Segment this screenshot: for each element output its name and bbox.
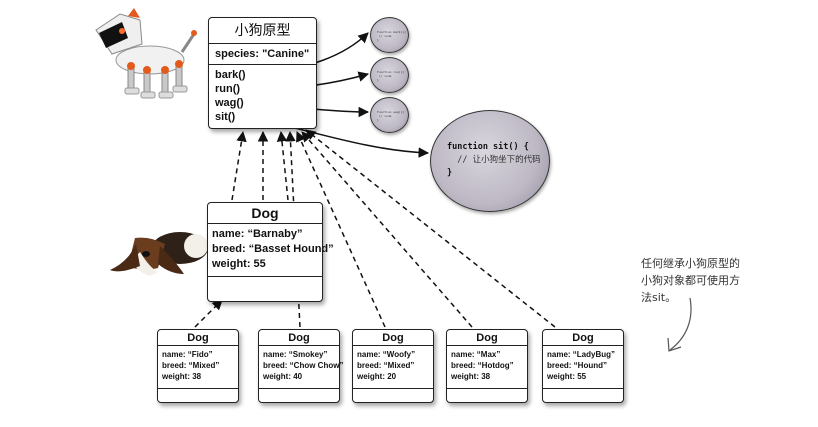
inherit-link-bigdog-3 [276, 130, 289, 201]
dog-title: Dog [353, 330, 433, 346]
dog-weight: weight: 38 [162, 372, 202, 381]
method-run: run() [215, 83, 241, 95]
prototype-title: 小狗原型 [209, 18, 316, 44]
annotation-note: 任何继承小狗原型的 小狗对象都可使用方 法sit。 [641, 255, 773, 306]
sit-code-line-1: function sit() { [447, 142, 529, 152]
dog-object-smokey: Dog name: “Smokey” breed: “Chow Chow” we… [258, 329, 344, 403]
dog-object-barnaby: Dog name: “Barnaby” breed: “Basset Hound… [207, 202, 334, 302]
annotation-arrow [669, 297, 692, 351]
annotation-line-3: 法sit。 [641, 291, 677, 304]
dog-title: Dog [259, 330, 339, 346]
wag-function-bubble: function wag(){ // code} [370, 97, 409, 133]
dog-weight: weight: 55 [547, 372, 587, 381]
inherit-link-ladybug [305, 129, 556, 328]
dog-object-fido: Dog name: “Fido” breed: “Mixed” weight: … [157, 329, 239, 403]
dog-title: Dog [208, 203, 322, 224]
robot-dog-illustration [95, 8, 197, 99]
prototype-species: species: "Canine" [215, 48, 310, 60]
dog-object-max: Dog name: “Max” breed: “Hotdog” weight: … [446, 329, 528, 403]
bark-function-bubble: function bark(){ // code} [370, 17, 409, 53]
basset-hound-icon [110, 232, 208, 276]
annotation-line-1: 任何继承小狗原型的 [641, 257, 740, 270]
dog-breed: breed: “Mixed” [162, 361, 220, 370]
dog-properties: name: “Barnaby” breed: “Basset Hound” we… [208, 224, 334, 277]
dog-properties: name: “LadyBug” breed: “Hound” weight: 5… [543, 346, 623, 389]
dog-object-ladybug: Dog name: “LadyBug” breed: “Hound” weigh… [542, 329, 624, 403]
dog-breed: breed: “Hotdog” [451, 361, 514, 370]
dog-name: name: “Woofy” [357, 350, 416, 359]
method-sit: sit() [215, 111, 236, 123]
dog-breed: breed: “Chow Chow” [263, 361, 344, 370]
dog-title: Dog [158, 330, 238, 346]
dog-properties: name: “Smokey” breed: “Chow Chow” weight… [259, 346, 344, 389]
basset-hound-illustration [110, 232, 208, 276]
dog-properties: name: “Fido” breed: “Mixed” weight: 38 [158, 346, 238, 389]
inherit-link-fido [194, 299, 223, 328]
prototype-methods: bark() run() wag() sit() [209, 65, 316, 127]
dog-name: name: “Smokey” [263, 350, 328, 359]
dog-prototype-box: 小狗原型 species: "Canine" bark() run() wag(… [208, 17, 317, 129]
robot-dog-icon [95, 8, 197, 99]
dog-title: Dog [447, 330, 527, 346]
annotation-line-2: 小狗对象都可使用方 [641, 274, 740, 287]
dog-weight: weight: 20 [357, 372, 397, 381]
sit-code-line-3: } [447, 168, 453, 178]
dog-title: Dog [543, 330, 623, 346]
dog-object-woofy: Dog name: “Woofy” breed: “Mixed” weight:… [352, 329, 434, 403]
method-bark: bark() [215, 69, 246, 81]
dog-name: name: “Barnaby” [212, 228, 303, 240]
dog-weight: weight: 38 [451, 372, 491, 381]
run-function-bubble: function run(){ // code} [370, 57, 409, 93]
prototype-properties: species: "Canine" [209, 44, 316, 65]
dog-breed: breed: “Mixed” [357, 361, 415, 370]
dog-weight: weight: 40 [263, 372, 303, 381]
method-wag: wag() [215, 97, 244, 109]
dog-properties: name: “Woofy” breed: “Mixed” weight: 20 [353, 346, 433, 389]
inherit-link-max [301, 131, 473, 328]
dog-name: name: “Max” [451, 350, 501, 359]
sit-code-comment: // 让小狗坐下的代码 [457, 155, 541, 165]
inherit-link-bigdog-1 [231, 130, 247, 201]
dog-weight: weight: 55 [212, 258, 266, 270]
dog-name: name: “Fido” [162, 350, 213, 359]
dog-breed: breed: “Hound” [547, 361, 607, 370]
sit-function-bubble: function sit() { // 让小狗坐下的代码 } [430, 110, 550, 212]
dog-properties: name: “Max” breed: “Hotdog” weight: 38 [447, 346, 527, 389]
dog-name: name: “LadyBug” [547, 350, 616, 359]
inherit-link-smokey [285, 130, 301, 328]
dog-breed: breed: “Basset Hound” [212, 243, 334, 255]
